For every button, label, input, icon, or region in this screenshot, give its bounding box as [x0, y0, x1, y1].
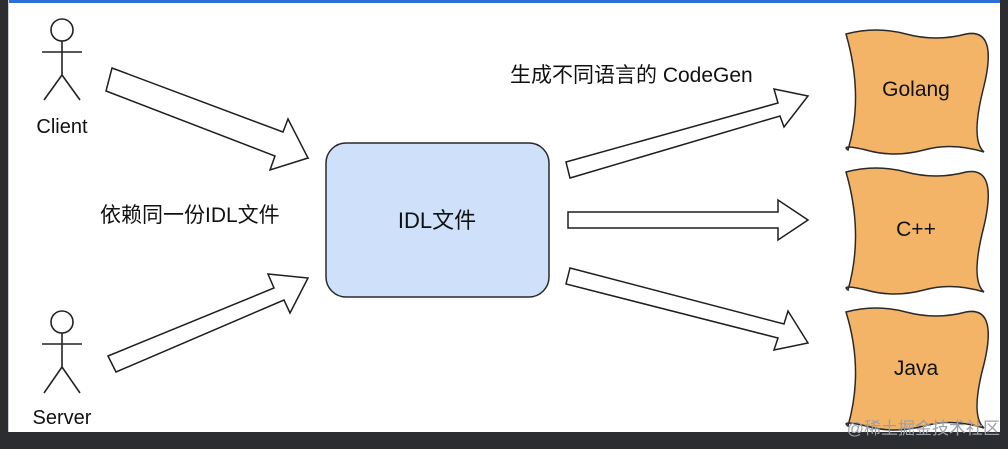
idl-file-label: IDL文件 [398, 208, 476, 233]
output-java-shape [845, 307, 989, 431]
arrow-idl-java [565, 267, 810, 351]
server-actor-icon [42, 310, 82, 394]
watermark-text: @稀土掘金技术社区 [847, 419, 1000, 438]
idl-file-box [325, 142, 550, 298]
arrow-client-idl [105, 67, 310, 172]
output-golang-shape [845, 29, 989, 155]
output-java-label: Java [894, 357, 939, 380]
output-cpp-shape [845, 167, 990, 295]
arrow-server-idl [106, 273, 310, 373]
annotation-shared-idl: 依赖同一份IDL文件 [100, 204, 280, 227]
client-actor-icon [42, 18, 82, 101]
server-label: Server [33, 407, 92, 429]
annotation-codegen: 生成不同语言的 CodeGen [510, 64, 753, 87]
arrow-idl-golang [565, 88, 810, 179]
output-golang-label: Golang [882, 78, 950, 101]
output-cpp-label: C++ [896, 218, 936, 241]
client-label: Client [36, 116, 88, 138]
arrow-idl-cpp [567, 198, 810, 242]
